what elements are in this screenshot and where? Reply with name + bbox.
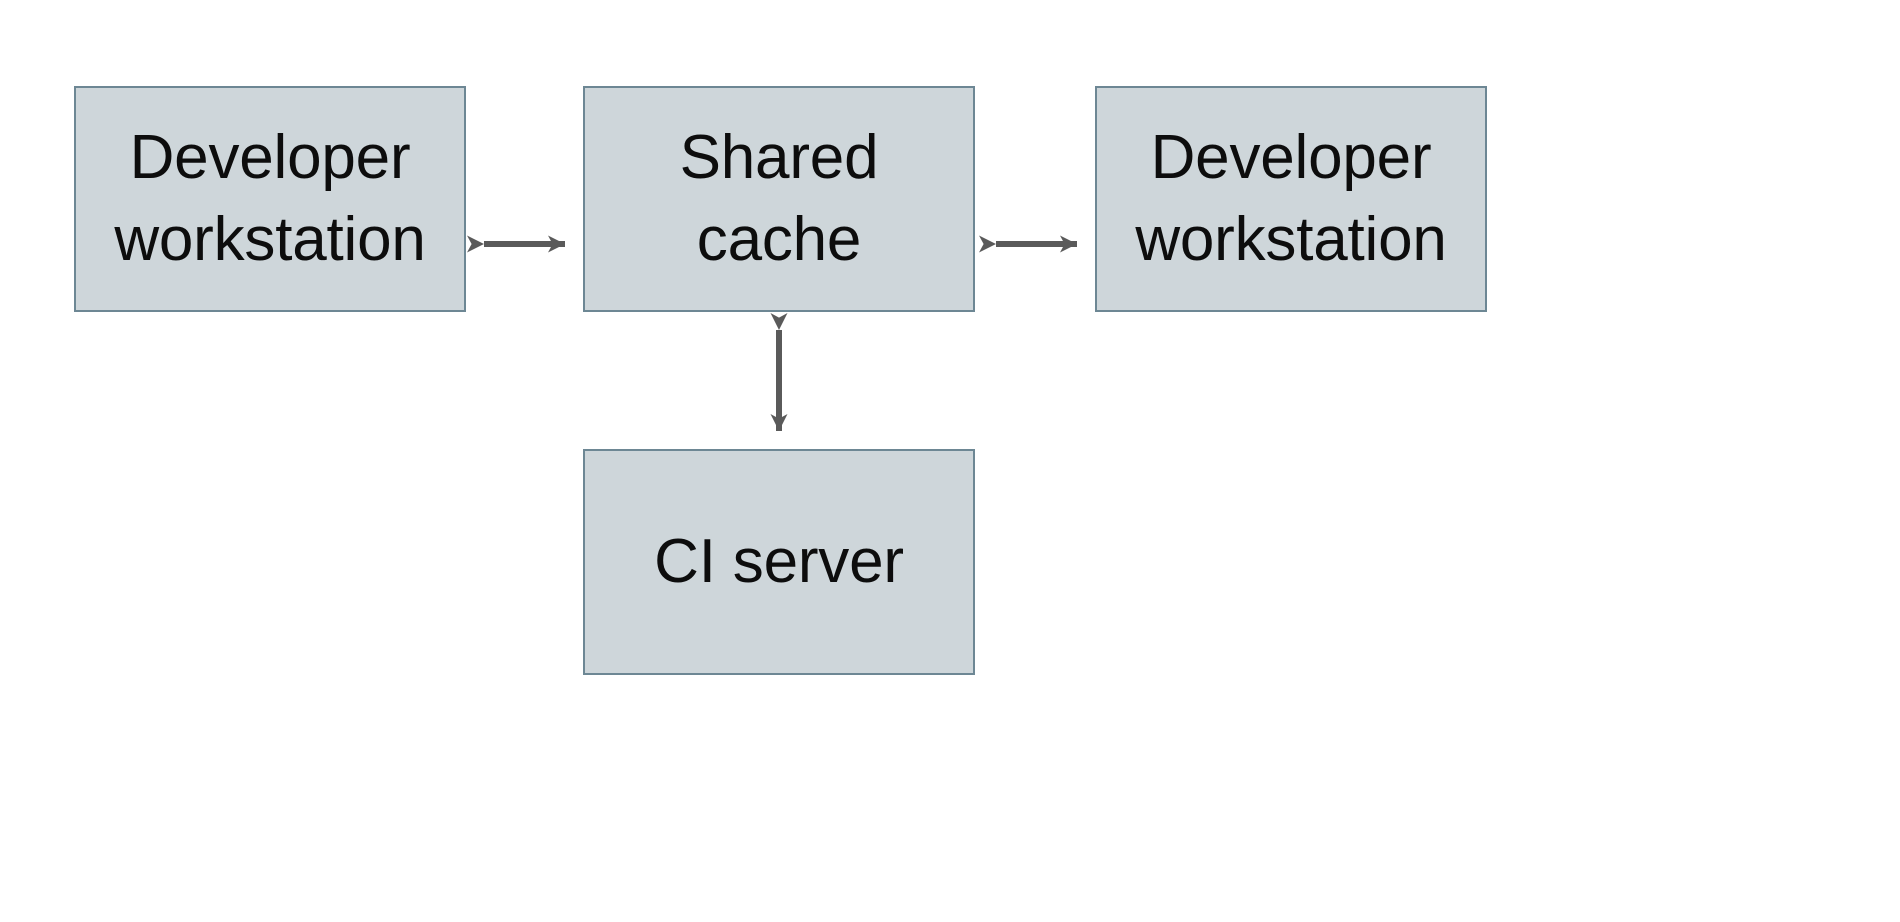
node-label: Developer workstation [114,123,426,274]
node-label: Developer workstation [1135,123,1447,274]
node-ci-server[interactable]: CI server [583,449,975,675]
node-label: Shared cache [679,123,879,274]
node-label: CI server [654,527,904,597]
node-shared-cache[interactable]: Shared cache [583,86,975,312]
node-developer-workstation-left[interactable]: Developer workstation [74,86,466,312]
node-developer-workstation-right[interactable]: Developer workstation [1095,86,1487,312]
